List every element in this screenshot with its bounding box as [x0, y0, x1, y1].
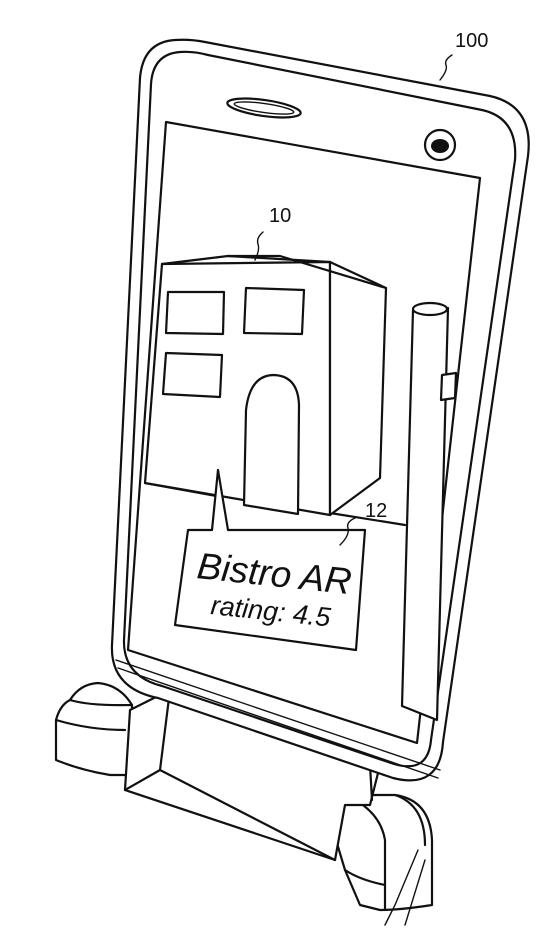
door	[242, 373, 301, 516]
camera-icon	[423, 128, 457, 162]
ar-scene	[143, 254, 458, 722]
ref-label-ar-tag: 12	[365, 500, 387, 522]
window	[164, 290, 226, 336]
window	[242, 286, 306, 336]
window	[161, 351, 224, 399]
ref-label-device: 100	[455, 30, 488, 52]
ar-info-bubble: Bistro AR rating: 4.5	[173, 468, 367, 652]
stand	[54, 681, 434, 926]
reference-labels: 100 10 12	[254, 30, 488, 546]
pole	[400, 301, 458, 722]
speaker-slot	[226, 97, 302, 119]
building	[143, 254, 388, 517]
ref-label-building: 10	[269, 205, 291, 227]
